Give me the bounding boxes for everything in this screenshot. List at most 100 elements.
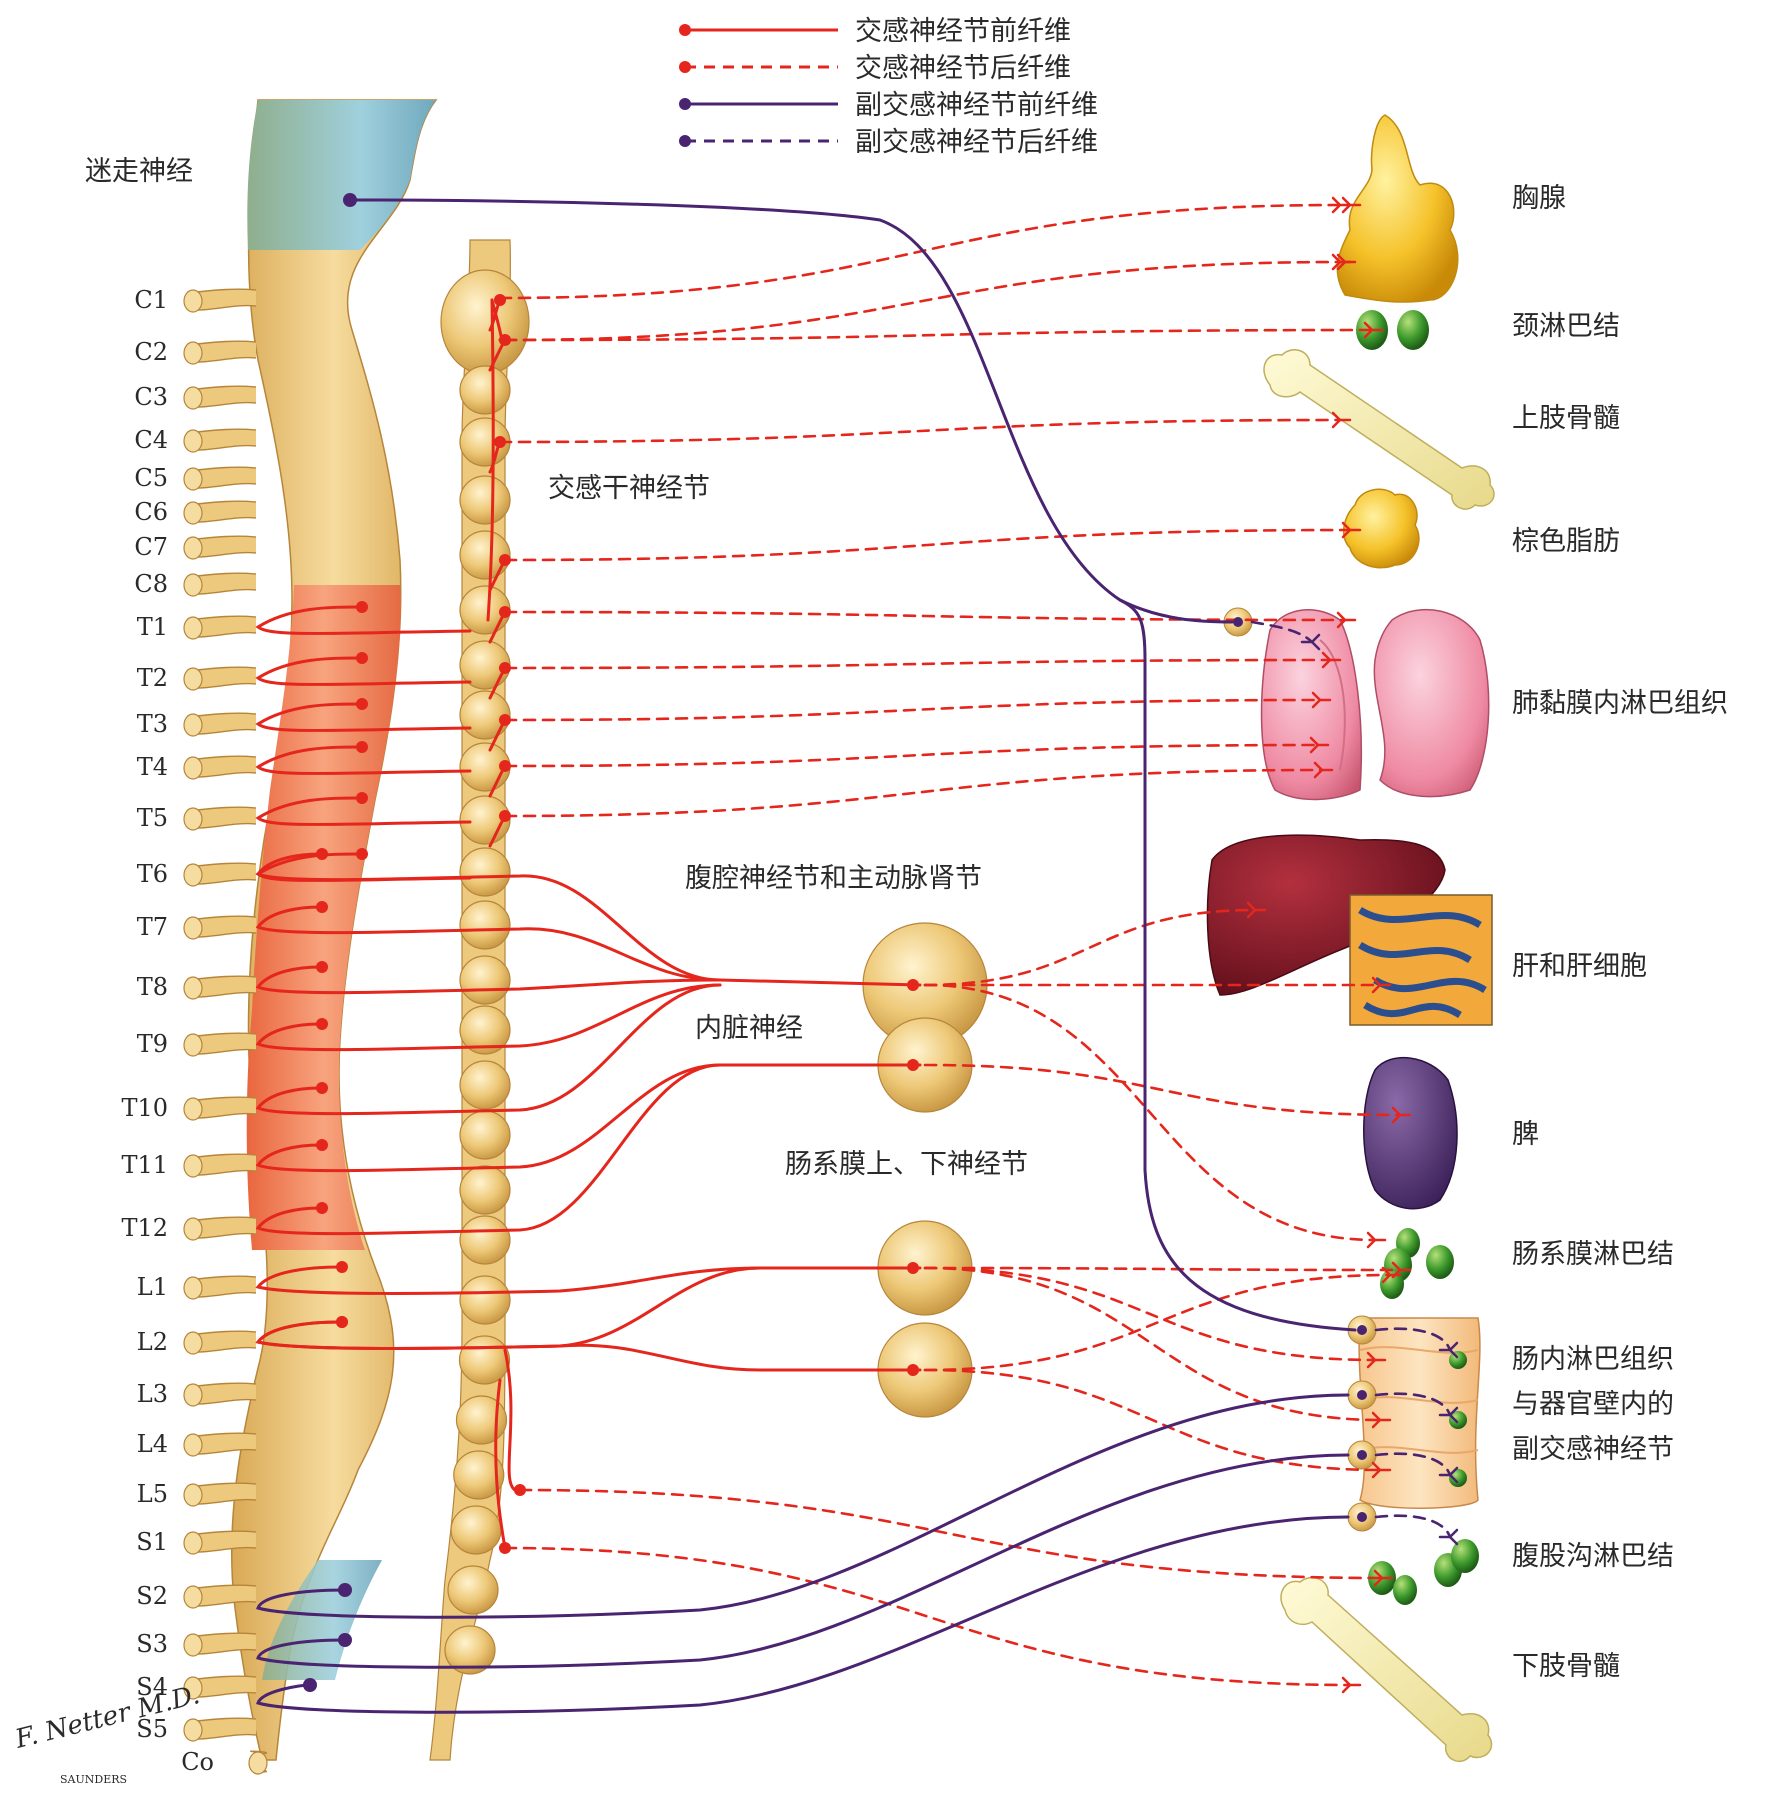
ganglion-synapse bbox=[1357, 1450, 1367, 1460]
segment-label-T2: T2 bbox=[137, 664, 168, 692]
pelvic-splanchnic bbox=[258, 1395, 1348, 1617]
bone-icon bbox=[1264, 350, 1494, 509]
spinal-nerve-T3 bbox=[184, 713, 256, 736]
segment-label-T10: T10 bbox=[121, 1094, 168, 1122]
spinal-nerve-T11 bbox=[184, 1154, 256, 1177]
spinal-nerve-Co bbox=[249, 1751, 267, 1774]
postganglionic-fiber bbox=[925, 1268, 1400, 1270]
organ-label-liver: 肝和肝细胞 bbox=[1512, 951, 1647, 982]
publisher-mark: SAUNDERS bbox=[60, 1773, 127, 1786]
cell-body-dot bbox=[356, 848, 368, 860]
bone-icon bbox=[1281, 1578, 1492, 1762]
ganglion-synapse bbox=[1357, 1325, 1367, 1335]
spinal-nerve-T9 bbox=[184, 1033, 256, 1056]
segment-label-L4: L4 bbox=[137, 1430, 168, 1458]
spinal-nerve-L1 bbox=[184, 1276, 256, 1299]
vagus-label: 迷走神经 bbox=[85, 156, 193, 187]
fat-icon bbox=[1344, 489, 1419, 567]
segment-label-S2: S2 bbox=[136, 1582, 168, 1610]
chain-ganglion bbox=[460, 848, 510, 896]
cell-body-dot bbox=[356, 652, 368, 664]
postganglionic-fiber bbox=[505, 770, 1322, 816]
segment-label-T9: T9 bbox=[137, 1030, 168, 1058]
pelvic-splanchnic bbox=[258, 1455, 1348, 1667]
chain-ganglion bbox=[460, 956, 510, 1004]
segment-label-T7: T7 bbox=[137, 913, 168, 941]
lymph-node-icon bbox=[1451, 1539, 1479, 1573]
sympathetic-trunk-label: 交感干神经节 bbox=[548, 473, 710, 504]
chain-ganglion bbox=[460, 1111, 510, 1159]
spinal-nerve-T7 bbox=[184, 916, 256, 939]
legend-dot bbox=[679, 135, 691, 147]
splanchnic-label: 内脏神经 bbox=[695, 1013, 803, 1044]
postganglionic-fiber bbox=[505, 330, 1372, 340]
postganglionic-fiber bbox=[925, 1268, 1375, 1360]
hepatocyte-inset bbox=[1350, 895, 1492, 1025]
spinal-nerve-S5 bbox=[184, 1718, 256, 1741]
chain-synapse bbox=[494, 294, 506, 306]
spinal-nerve-C5 bbox=[184, 467, 256, 490]
postganglionic-fiber bbox=[505, 745, 1318, 766]
spinal-nerve-C4 bbox=[184, 429, 256, 452]
organ-label-inguinal_ln: 腹股沟淋巴结 bbox=[1512, 1541, 1674, 1572]
postganglionic-fiber bbox=[505, 262, 1340, 340]
segment-label-L3: L3 bbox=[137, 1380, 168, 1408]
ganglion-synapse bbox=[1233, 617, 1243, 627]
organ-label-gut: 副交感神经节 bbox=[1512, 1434, 1674, 1465]
postganglionic-fiber bbox=[520, 1490, 1382, 1578]
legend-dot bbox=[679, 98, 691, 110]
lung-icon bbox=[1374, 610, 1488, 797]
segment-label-T6: T6 bbox=[137, 860, 168, 888]
postganglionic-fiber bbox=[505, 530, 1350, 560]
cell-body-dot bbox=[316, 1202, 328, 1214]
cell-body-dot bbox=[316, 961, 328, 973]
segment-label-S1: S1 bbox=[136, 1528, 168, 1556]
spinal-nerve-T5 bbox=[184, 807, 256, 830]
ganglion-synapse bbox=[1357, 1512, 1367, 1522]
spinal-nerve-T2 bbox=[184, 667, 256, 690]
segment-label-C1: C1 bbox=[134, 286, 168, 314]
postganglionic-fiber bbox=[505, 700, 1320, 720]
cell-body-dot bbox=[336, 1316, 348, 1328]
legend-label: 副交感神经节前纤维 bbox=[855, 90, 1098, 121]
mesenteric-ganglion-label: 肠系膜上、下神经节 bbox=[785, 1149, 1028, 1180]
cell-body-dot bbox=[316, 1139, 328, 1151]
segment-label-C6: C6 bbox=[134, 498, 168, 526]
postganglionic-fiber bbox=[505, 612, 1345, 620]
segment-label-T3: T3 bbox=[137, 710, 168, 738]
lymph-follicle bbox=[1449, 1351, 1467, 1369]
cell-body-dot bbox=[316, 848, 328, 860]
spinal-nerve-T6 bbox=[184, 863, 256, 886]
chain-ganglion bbox=[460, 476, 510, 524]
postganglionic-fiber bbox=[505, 660, 1330, 668]
legend-dot bbox=[679, 61, 691, 73]
thymus-icon bbox=[1337, 115, 1457, 302]
segment-label-C5: C5 bbox=[134, 464, 168, 492]
segment-label-T4: T4 bbox=[137, 753, 168, 781]
chain-ganglion bbox=[460, 1336, 510, 1384]
organ-label-thymus: 胸腺 bbox=[1512, 183, 1566, 214]
legend-dot bbox=[679, 24, 691, 36]
postganglionic-fiber bbox=[500, 205, 1340, 298]
organ-label-gut: 与器官壁内的 bbox=[1512, 1389, 1674, 1420]
lymph-node-icon bbox=[1426, 1245, 1454, 1279]
cell-body-dot bbox=[356, 741, 368, 753]
spinal-nerve-T8 bbox=[184, 976, 256, 999]
cell-body-dot bbox=[356, 792, 368, 804]
organ-label-gut: 肠内淋巴组织 bbox=[1512, 1344, 1674, 1375]
spinal-nerve-T10 bbox=[184, 1097, 256, 1120]
chain-ganglion bbox=[441, 270, 529, 374]
brainstem-vagal-zone bbox=[247, 100, 436, 250]
postganglionic-fiber bbox=[500, 420, 1340, 442]
segment-label-L5: L5 bbox=[137, 1480, 168, 1508]
ganglion-synapse bbox=[907, 979, 919, 991]
organ-label-brown_fat: 棕色脂肪 bbox=[1512, 526, 1620, 557]
spinal-nerve-C3 bbox=[184, 386, 256, 409]
spinal-nerve-C7 bbox=[184, 536, 256, 559]
chain-ganglion bbox=[460, 1276, 510, 1324]
segment-label-C3: C3 bbox=[134, 383, 168, 411]
cell-body-dot bbox=[316, 1018, 328, 1030]
ganglion-synapse bbox=[907, 1364, 919, 1376]
segment-label-T1: T1 bbox=[137, 613, 168, 641]
spinal-nerve-T12 bbox=[184, 1217, 256, 1240]
